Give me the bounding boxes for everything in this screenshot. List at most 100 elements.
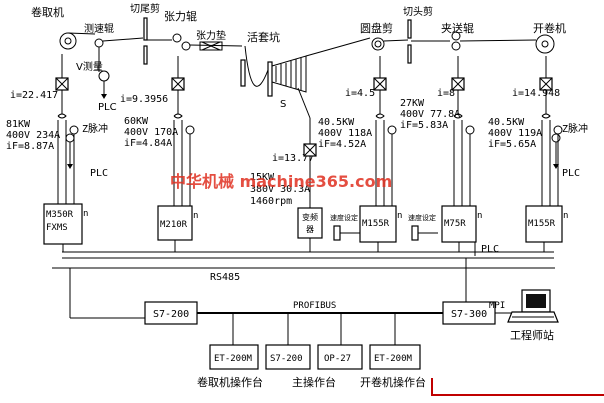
- plc-label-vmeasure: PLC: [98, 102, 117, 113]
- encoder-icon-5: [553, 125, 563, 135]
- motor-icon-4: [453, 113, 463, 119]
- spec-label-1-1: 400V 170A: [124, 127, 178, 138]
- spec-label-3-0: 15KW: [250, 172, 275, 183]
- spec-label-3-1: 400V 118A: [318, 128, 372, 139]
- tension-roll-2: [181, 41, 191, 51]
- engineer-station: 工程师站: [507, 289, 559, 342]
- profibus-network: S7-200 S7-300 PROFIBUS MPI ET-200M S7-20…: [144, 258, 512, 389]
- n-label-4: n: [477, 211, 482, 221]
- speed-roll: [94, 38, 104, 48]
- n-label-3: n: [397, 211, 402, 221]
- z-encoder-icon-0: [65, 133, 75, 143]
- inverter-label-0-0: M350R: [46, 210, 74, 220]
- z-pulse-label-0: Z脉冲: [82, 122, 108, 135]
- label-head-shear: 切头剪: [403, 5, 433, 18]
- v-measure-branch: PLC: [98, 47, 117, 113]
- spec-label-4-2: iF=5.83A: [400, 120, 448, 131]
- inverter-label-4-0: M75R: [444, 219, 466, 229]
- coiler-reel: [59, 32, 77, 50]
- spec-label-1-2: iF=4.84A: [124, 138, 172, 149]
- spec-label-3-2: 1460rpm: [250, 196, 292, 207]
- loop-pit-wall-right: [267, 61, 273, 97]
- speed-set-4: 速度设定: [408, 213, 438, 241]
- node-et200m-2-label: ET-200M: [374, 354, 413, 364]
- disc-shear: [371, 37, 385, 51]
- vfd-branch: 变频 器: [297, 118, 323, 252]
- inverter-label-0-1: FXMS: [46, 223, 68, 233]
- speed-set-label-4: 速度设定: [408, 213, 436, 222]
- vfd-label-2: 器: [306, 225, 314, 234]
- ratio-label-5: i=14.948: [512, 88, 560, 99]
- encoder-icon-4: [465, 125, 475, 135]
- n-label-5: n: [563, 211, 568, 221]
- spec-label-3-1: 380V 30.3A: [250, 184, 310, 195]
- label-disc-shear: 圆盘剪: [360, 21, 393, 35]
- z-pulse-branch-0: Z脉冲 PLC: [65, 122, 108, 179]
- rs485-bus: RS485: [52, 251, 555, 319]
- potentiometer-icon-3: [333, 225, 341, 241]
- coiler-reel-hub: [64, 37, 72, 45]
- plc-s7-200-left-label: S7-200: [153, 309, 189, 320]
- plc-output-4: PLC: [474, 242, 499, 256]
- encoder-icon-0: [69, 125, 79, 135]
- n-label-1: n: [193, 211, 198, 221]
- label-uncoiler: 开卷机: [533, 21, 566, 35]
- node-op27: [317, 344, 363, 370]
- head-shear-blade-bottom: [407, 44, 412, 64]
- console-main-label: 主操作台: [292, 375, 336, 389]
- node-et200m-1: [209, 344, 259, 370]
- speed-set-label-3: 速度设定: [330, 213, 358, 222]
- z-plc-label-5: PLC: [562, 168, 580, 179]
- head-shear-blade-top: [407, 19, 412, 39]
- tension-pad: [199, 41, 223, 51]
- spec-label-0-1: 400V 234A: [6, 130, 60, 141]
- label-tail-shear: 切尾剪: [130, 2, 160, 15]
- label-loop-pit: 活套坑: [247, 30, 280, 44]
- spec-label-0-2: iF=8.87A: [6, 141, 54, 152]
- loop-strip: [244, 45, 269, 87]
- node-s7-200-label: S7-200: [270, 354, 303, 364]
- ratio-label-3: i=13.77: [272, 153, 314, 164]
- inverter-box-0: [43, 203, 83, 245]
- label-coiler: 卷取机: [31, 5, 64, 19]
- speed-set-3: 速度设定: [330, 213, 360, 241]
- z-plc-label-0: PLC: [90, 168, 108, 179]
- ratio-label-1: i=9.3956: [120, 94, 168, 105]
- inverter-label-5-0: M155R: [528, 219, 556, 229]
- ratio-label-4: i=8: [437, 88, 455, 99]
- spec-label-3-0: 40.5KW: [318, 117, 355, 128]
- spec-label-0-0: 81KW: [6, 119, 31, 130]
- spec-label-5-2: iF=5.65A: [488, 139, 536, 150]
- plc-label-4: PLC: [481, 244, 499, 255]
- console-uncoiler-label: 开卷机操作台: [360, 375, 426, 389]
- spec-label-5-1: 400V 119A: [488, 128, 542, 139]
- spec-label-1-0: 60KW: [124, 116, 149, 127]
- tail-shear-blade-top: [143, 17, 148, 41]
- motor-icon-5: [541, 113, 551, 119]
- inverter-label-3-0: M155R: [362, 219, 390, 229]
- spec-label-4-1: 400V 77.8A: [400, 109, 460, 120]
- ratio-label-0: i=22.417: [10, 90, 58, 101]
- n-label-0: n: [83, 209, 88, 219]
- motor-icon-0: [57, 113, 67, 119]
- plc-s7-300-label: S7-300: [451, 309, 487, 320]
- ratio-label-3: i=4.5: [345, 88, 375, 99]
- spec-label-4-0: 27KW: [400, 98, 425, 109]
- encoder-icon-3: [387, 125, 397, 135]
- pinch-roll-bottom: [451, 41, 461, 51]
- label-v-measure: V测量: [76, 60, 103, 73]
- label-speed-roll: 测速辊: [84, 22, 114, 35]
- engineer-station-label: 工程师站: [510, 328, 554, 342]
- pinch-roll-top: [451, 31, 461, 41]
- node-op27-label: OP-27: [324, 354, 351, 364]
- strip-line: [59, 17, 555, 119]
- spec-label-3-2: iF=4.52A: [318, 139, 366, 150]
- frame-corner: [431, 378, 604, 396]
- motor-icon-1: [173, 113, 183, 119]
- tension-roll-1: [172, 33, 182, 43]
- inverter-box-3: [359, 205, 397, 243]
